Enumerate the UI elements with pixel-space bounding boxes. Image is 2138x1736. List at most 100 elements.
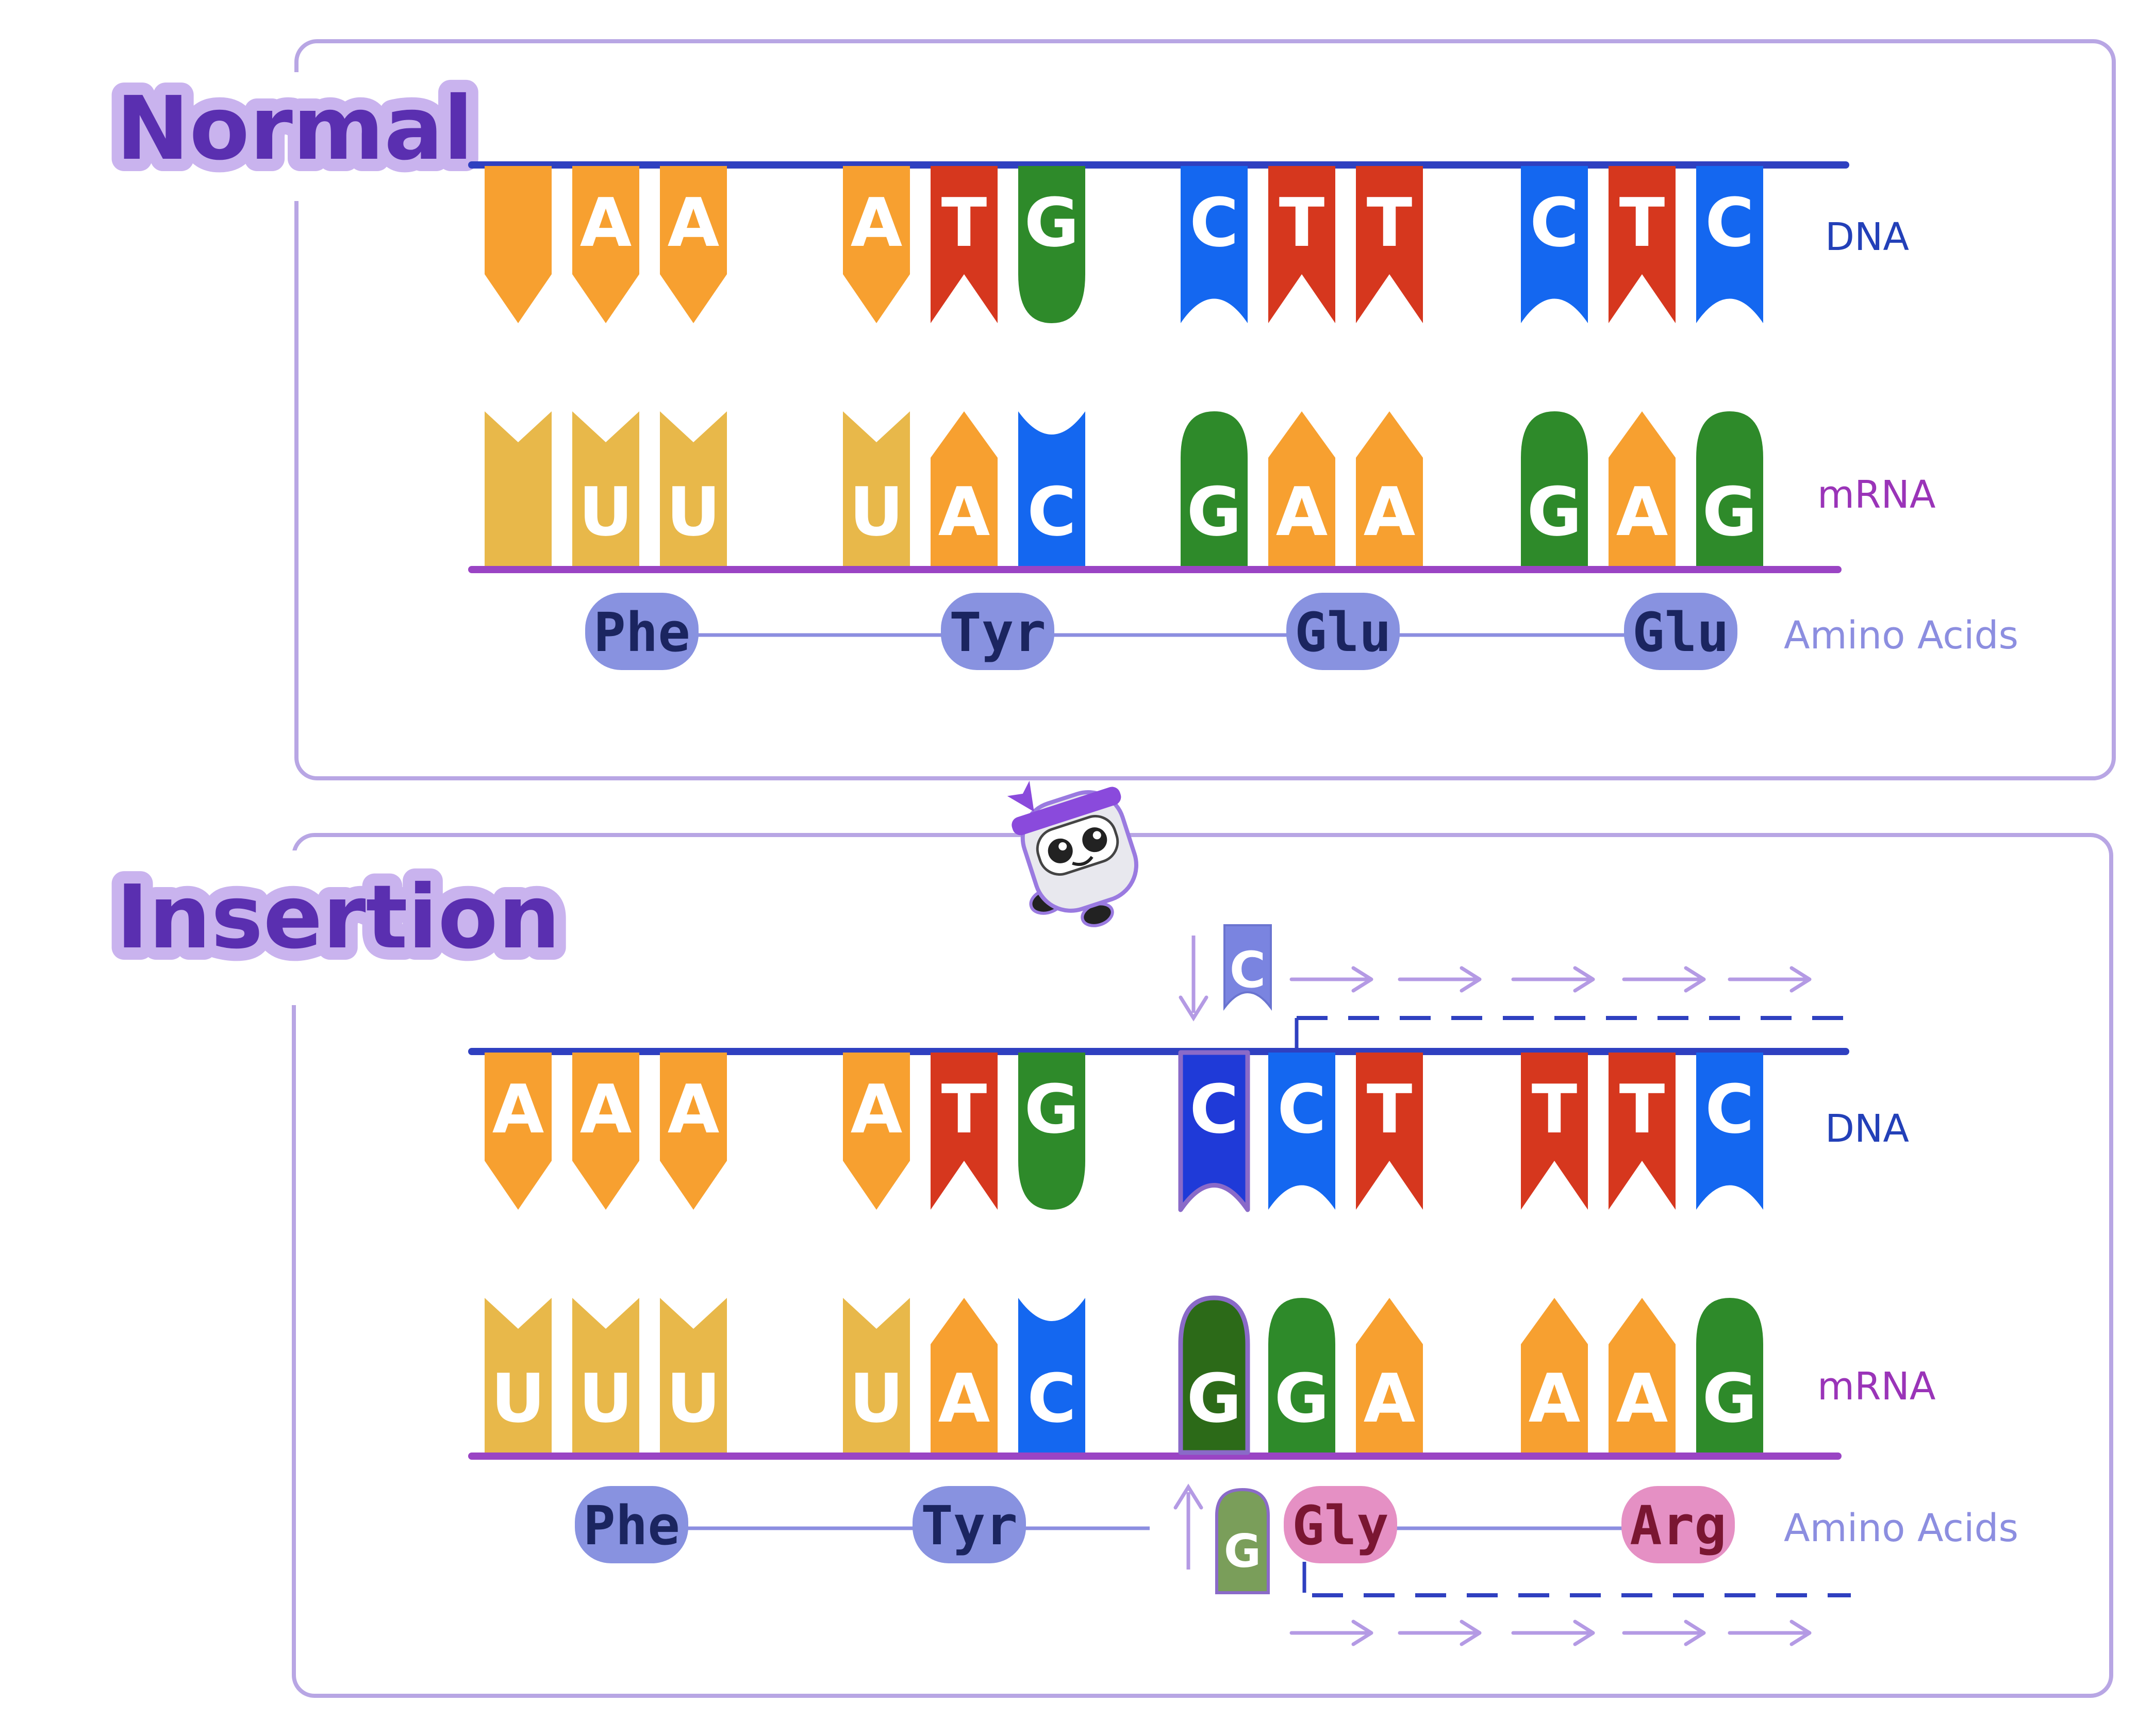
dna-nucleotide: T xyxy=(931,166,998,323)
mrna-nucleotide: G xyxy=(1181,411,1248,566)
mrna-nucleotide-letter: G xyxy=(1527,473,1582,551)
dna-nucleotide: C xyxy=(1521,166,1588,323)
dna-nucleotide: T xyxy=(1609,166,1676,323)
normal-mrna-label: mRNA xyxy=(1817,473,1936,517)
dna-nucleotide: T xyxy=(1609,1053,1676,1210)
svg-text:Normal: Normal xyxy=(116,78,473,180)
amino-acid-pill: Gly xyxy=(1284,1486,1397,1563)
dna-nucleotide-letter: C xyxy=(1705,1070,1754,1148)
dna-nucleotide: T xyxy=(1521,1053,1588,1210)
amino-acid-pill: Phe xyxy=(585,593,699,670)
dna-nucleotide: A xyxy=(843,1053,910,1210)
mrna-nucleotide-letter: A xyxy=(1364,1359,1416,1438)
mrna-nucleotide-letter: G xyxy=(1187,1359,1242,1438)
arrow-right-icon xyxy=(1511,966,1595,993)
mrna-nucleotide: C xyxy=(1018,1298,1085,1453)
normal-amino-row: Phe Tyr Glu Glu xyxy=(585,593,1737,670)
amino-acid-label: Tyr xyxy=(949,601,1046,664)
normal-amino-label: Amino Acids xyxy=(1784,613,2018,658)
dna-nucleotide-letter: A xyxy=(580,183,632,262)
dna-nucleotide-letter: C xyxy=(1705,183,1754,262)
arrow-right-icon xyxy=(1511,1620,1595,1646)
amino-acid-label: Arg xyxy=(1630,1494,1727,1557)
mrna-nucleotide: U xyxy=(485,1298,552,1453)
dna-nucleotide-letter: G xyxy=(1024,183,1080,262)
dna-nucleotide: T xyxy=(931,1053,998,1210)
dna-nucleotide: G xyxy=(1018,166,1085,323)
amino-acid-pill: Glu xyxy=(1286,593,1400,670)
dna-nucleotide-letter: T xyxy=(1279,183,1325,262)
shift-arrows-bottom xyxy=(1289,1620,1812,1646)
dna-nucleotide-letter: C xyxy=(1189,1070,1238,1148)
mrna-nucleotide-letter: G xyxy=(1274,1359,1330,1438)
mrna-nucleotide: A xyxy=(1356,411,1423,566)
mrna-nucleotide: A xyxy=(931,1298,998,1453)
dna-nucleotide-letter: T xyxy=(1367,183,1413,262)
dna-nucleotide: C xyxy=(1181,166,1248,323)
svg-text:C: C xyxy=(1230,941,1266,999)
dna-nucleotide: C xyxy=(1178,1050,1250,1212)
arrow-up-icon xyxy=(1173,1483,1203,1570)
amino-acid-label: Gly xyxy=(1292,1494,1389,1557)
frameshift-marker-top xyxy=(1295,1016,1846,1049)
mrna-nucleotide: A xyxy=(1609,411,1676,566)
svg-text:Insertion: Insertion xyxy=(116,866,560,969)
amino-acid-pill: Phe xyxy=(575,1486,688,1563)
mrna-nucleotide-letter: A xyxy=(1529,1359,1581,1438)
amino-acid-pill: Tyr xyxy=(941,593,1054,670)
mrna-nucleotide: A xyxy=(1609,1298,1676,1453)
mrna-nucleotide-letter: A xyxy=(938,1359,990,1438)
dna-nucleotide: T xyxy=(1268,166,1335,323)
dna-nucleotide-letter: C xyxy=(1189,183,1238,262)
dna-nucleotide-letter: C xyxy=(1530,183,1579,262)
amino-acid-label: Glu xyxy=(1295,601,1391,664)
dna-nucleotide-letter: A xyxy=(851,1070,903,1148)
arrow-right-icon xyxy=(1728,966,1812,993)
insertion-amino-label: Amino Acids xyxy=(1784,1506,2018,1550)
mrna-nucleotide-letter: U xyxy=(849,473,904,551)
arrow-right-icon xyxy=(1289,1620,1373,1646)
mrna-nucleotide-letter: G xyxy=(1702,473,1758,551)
mrna-nucleotide: A xyxy=(1356,1298,1423,1453)
dna-nucleotide-letter: A xyxy=(851,183,903,262)
normal-title: Normal Normal xyxy=(104,65,486,192)
mrna-nucleotide: G xyxy=(1268,1298,1335,1453)
mrna-nucleotide xyxy=(485,411,552,566)
dna-nucleotide: A xyxy=(660,1053,727,1210)
arrow-right-icon xyxy=(1622,966,1706,993)
inserted-mrna-nucleotide: G xyxy=(1215,1488,1270,1594)
normal-panel-frame xyxy=(294,39,2116,780)
mrna-nucleotide: A xyxy=(1268,411,1335,566)
mrna-nucleotide: U xyxy=(572,1298,639,1453)
mrna-nucleotide: C xyxy=(1018,411,1085,566)
dna-nucleotide: T xyxy=(1356,166,1423,323)
dna-nucleotide xyxy=(485,166,552,323)
svg-text:G: G xyxy=(1224,1525,1261,1578)
insertion-title: Insertion Insertion xyxy=(104,854,573,981)
mrna-nucleotide-letter: U xyxy=(578,473,633,551)
amino-acid-pill: Arg xyxy=(1621,1486,1735,1563)
mrna-nucleotide-letter: A xyxy=(938,473,990,551)
dna-nucleotide-letter: A xyxy=(668,1070,720,1148)
arrow-right-icon xyxy=(1398,966,1482,993)
dna-nucleotide-letter: A xyxy=(492,1070,544,1148)
dna-nucleotide: A xyxy=(572,1053,639,1210)
dna-nucleotide: C xyxy=(1696,166,1763,323)
dna-nucleotide: A xyxy=(843,166,910,323)
dna-nucleotide-letter: T xyxy=(941,1070,987,1148)
robot-mascot-icon xyxy=(1007,780,1138,927)
dna-nucleotide: T xyxy=(1356,1053,1423,1210)
amino-acid-label: Phe xyxy=(583,1494,680,1557)
arrow-right-icon xyxy=(1728,1620,1812,1646)
dna-nucleotide: A xyxy=(660,166,727,323)
arrow-right-icon xyxy=(1622,1620,1706,1646)
mrna-nucleotide: U xyxy=(843,411,910,566)
mrna-nucleotide-letter: A xyxy=(1364,473,1416,551)
mrna-nucleotide-letter: A xyxy=(1616,473,1668,551)
amino-acid-label: Glu xyxy=(1632,601,1729,664)
mrna-nucleotide-letter: A xyxy=(1276,473,1328,551)
mrna-nucleotide: U xyxy=(843,1298,910,1453)
